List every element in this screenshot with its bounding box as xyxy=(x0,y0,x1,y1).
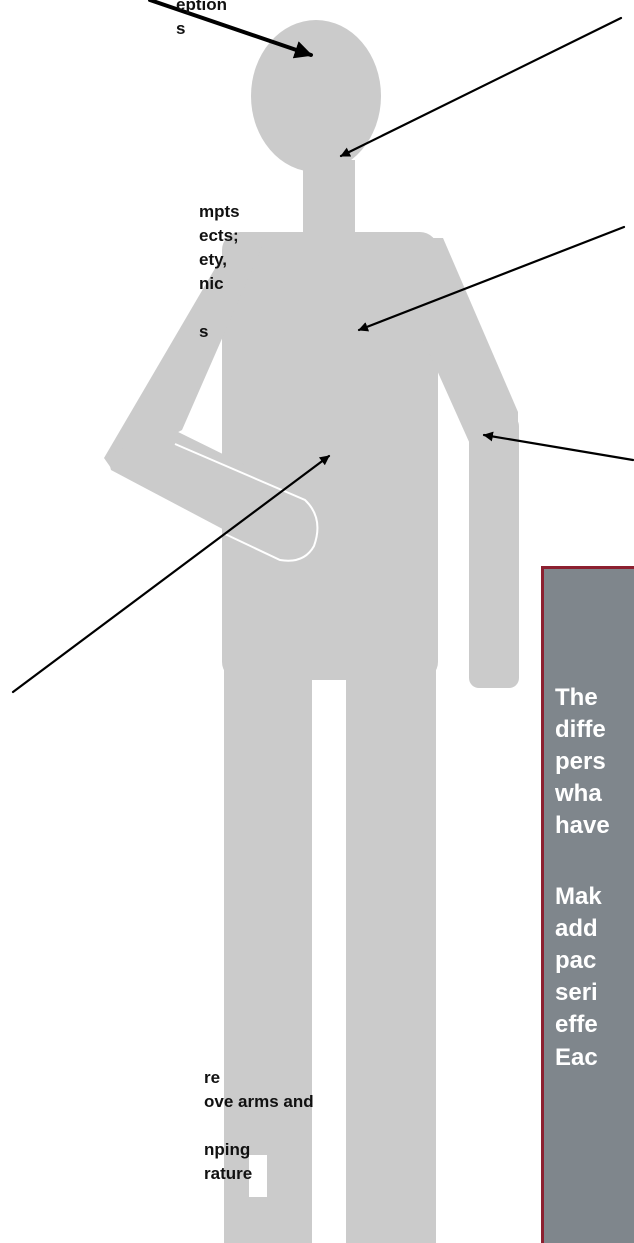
figure-right-forearm xyxy=(469,416,519,688)
callout-paragraph-1: The diffe pers wha have xyxy=(555,682,610,842)
arrow-top-left-to-head xyxy=(150,0,311,55)
label-middle-left: mpts ects; ety, nic s xyxy=(199,200,240,344)
figure-neck xyxy=(303,160,355,238)
human-figure-silhouette xyxy=(104,20,519,1243)
label-top-left: eption s xyxy=(176,0,227,41)
label-bottom-left: re ove arms and nping rature xyxy=(204,1066,314,1186)
callout-box: The diffe pers wha have Mak add pac seri… xyxy=(541,566,634,1243)
figure-right-leg xyxy=(346,660,436,1243)
callout-paragraph-3: Eac xyxy=(555,1042,598,1074)
arrow-top-right-to-head xyxy=(341,18,621,156)
callout-paragraph-2: Mak add pac seri effe xyxy=(555,881,602,1041)
